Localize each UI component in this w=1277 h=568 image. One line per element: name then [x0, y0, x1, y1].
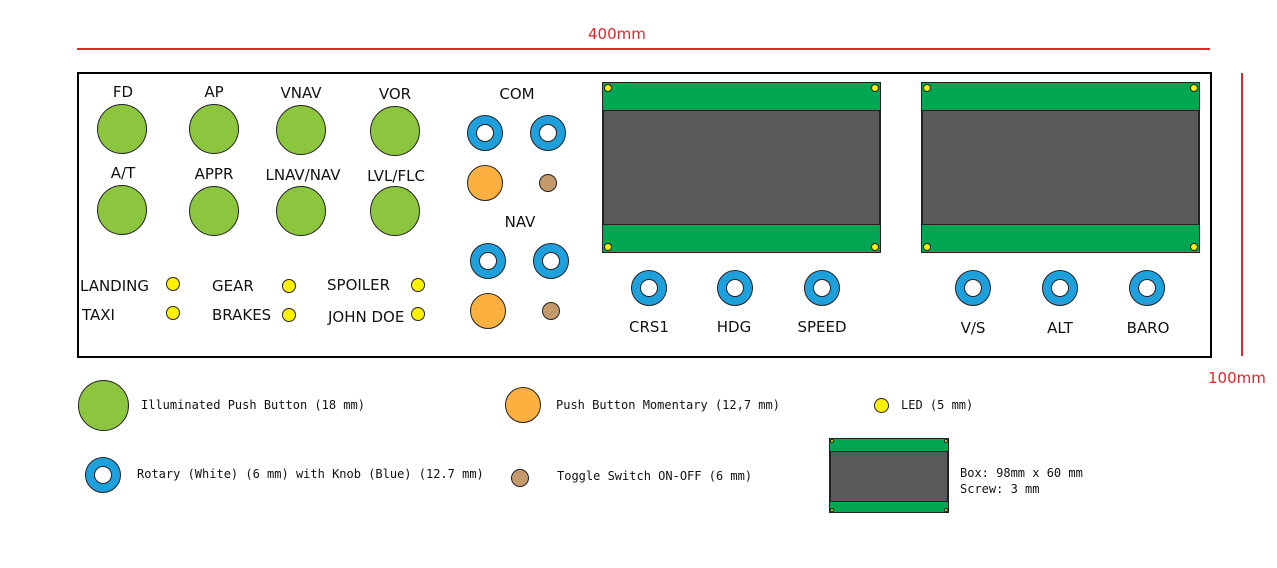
at-button[interactable] [97, 185, 147, 235]
label-fd: FD [112, 83, 134, 101]
baro-rotary[interactable] [1129, 270, 1165, 306]
height-dimension-line [1241, 73, 1243, 356]
label-crs1: CRS1 [629, 318, 669, 336]
label-com: COM [499, 85, 535, 103]
screw-icon [1190, 243, 1198, 251]
screw-icon [830, 508, 834, 512]
legend-screw-size-label: Screw: 3 mm [960, 482, 1040, 496]
screw-icon [1190, 84, 1198, 92]
screw-icon [871, 243, 879, 251]
label-vnav: VNAV [280, 84, 322, 102]
legend-toggle-label: Toggle Switch ON-OFF (6 mm) [557, 469, 753, 483]
legend-led-label: LED (5 mm) [901, 398, 974, 412]
label-vs: V/S [960, 319, 986, 337]
legend-rotary-swatch [85, 457, 121, 493]
ap-button[interactable] [189, 104, 239, 154]
label-speed: SPEED [797, 318, 847, 336]
john-doe-led [411, 307, 425, 321]
label-alt: ALT [1047, 319, 1073, 337]
label-lvl-flc: LVL/FLC [367, 167, 425, 185]
vor-button[interactable] [370, 106, 420, 156]
spoiler-led [411, 278, 425, 292]
label-gear: GEAR [212, 277, 254, 295]
screw-icon [923, 243, 931, 251]
brakes-led [282, 308, 296, 322]
width-dimension-label: 400mm [588, 25, 646, 43]
legend-lcd-swatch [829, 438, 949, 513]
taxi-led [166, 306, 180, 320]
screw-icon [604, 84, 612, 92]
lcd-display-right [921, 82, 1200, 253]
height-dimension-label: 100mm [1208, 369, 1266, 387]
label-nav: NAV [504, 213, 536, 231]
legend-led-swatch [874, 398, 889, 413]
nav-momentary-button[interactable] [470, 293, 506, 329]
label-hdg: HDG [716, 318, 752, 336]
width-dimension-line [77, 48, 1210, 50]
legend-illuminated-button-swatch [78, 380, 129, 431]
com-toggle-switch[interactable] [539, 174, 557, 192]
legend-toggle-swatch [511, 469, 529, 487]
label-at: A/T [110, 164, 136, 182]
screw-icon [923, 84, 931, 92]
appr-button[interactable] [189, 186, 239, 236]
screw-icon [944, 508, 948, 512]
legend-lcd-screen [830, 451, 948, 502]
vs-rotary[interactable] [955, 270, 991, 306]
nav-rotary-left[interactable] [470, 243, 506, 279]
lcd-screen-right [922, 110, 1199, 225]
com-rotary-right[interactable] [530, 115, 566, 151]
fd-button[interactable] [97, 104, 147, 154]
panel-outline [77, 72, 1212, 358]
lnav-nav-button[interactable] [276, 186, 326, 236]
alt-rotary[interactable] [1042, 270, 1078, 306]
label-brakes: BRAKES [212, 306, 272, 324]
legend-box-size-label: Box: 98mm x 60 mm [960, 466, 1083, 480]
crs1-rotary[interactable] [631, 270, 667, 306]
lvl-flc-button[interactable] [370, 186, 420, 236]
lcd-screen-left [603, 110, 880, 225]
legend-rotary-label: Rotary (White) (6 mm) with Knob (Blue) (… [137, 467, 484, 481]
gear-led [282, 279, 296, 293]
screw-icon [871, 84, 879, 92]
label-lnav-nav: LNAV/NAV [265, 166, 341, 184]
nav-rotary-right[interactable] [533, 243, 569, 279]
legend-illuminated-label: Illuminated Push Button (18 mm) [141, 398, 365, 412]
legend-momentary-label: Push Button Momentary (12,7 mm) [556, 398, 780, 412]
vnav-button[interactable] [276, 105, 326, 155]
label-baro: BARO [1126, 319, 1170, 337]
landing-led [166, 277, 180, 291]
hdg-rotary[interactable] [717, 270, 753, 306]
label-taxi: TAXI [82, 306, 115, 324]
lcd-display-left [602, 82, 881, 253]
speed-rotary[interactable] [804, 270, 840, 306]
label-appr: APPR [194, 165, 234, 183]
legend-momentary-button-swatch [505, 387, 541, 423]
com-rotary-left[interactable] [467, 115, 503, 151]
label-landing: LANDING [80, 277, 150, 295]
screw-icon [604, 243, 612, 251]
label-vor: VOR [378, 85, 412, 103]
screw-icon [830, 439, 834, 443]
screw-icon [944, 439, 948, 443]
label-spoiler: SPOILER [327, 276, 391, 294]
com-momentary-button[interactable] [467, 165, 503, 201]
label-john-doe: JOHN DOE [328, 308, 405, 326]
label-ap: AP [204, 83, 224, 101]
nav-toggle-switch[interactable] [542, 302, 560, 320]
